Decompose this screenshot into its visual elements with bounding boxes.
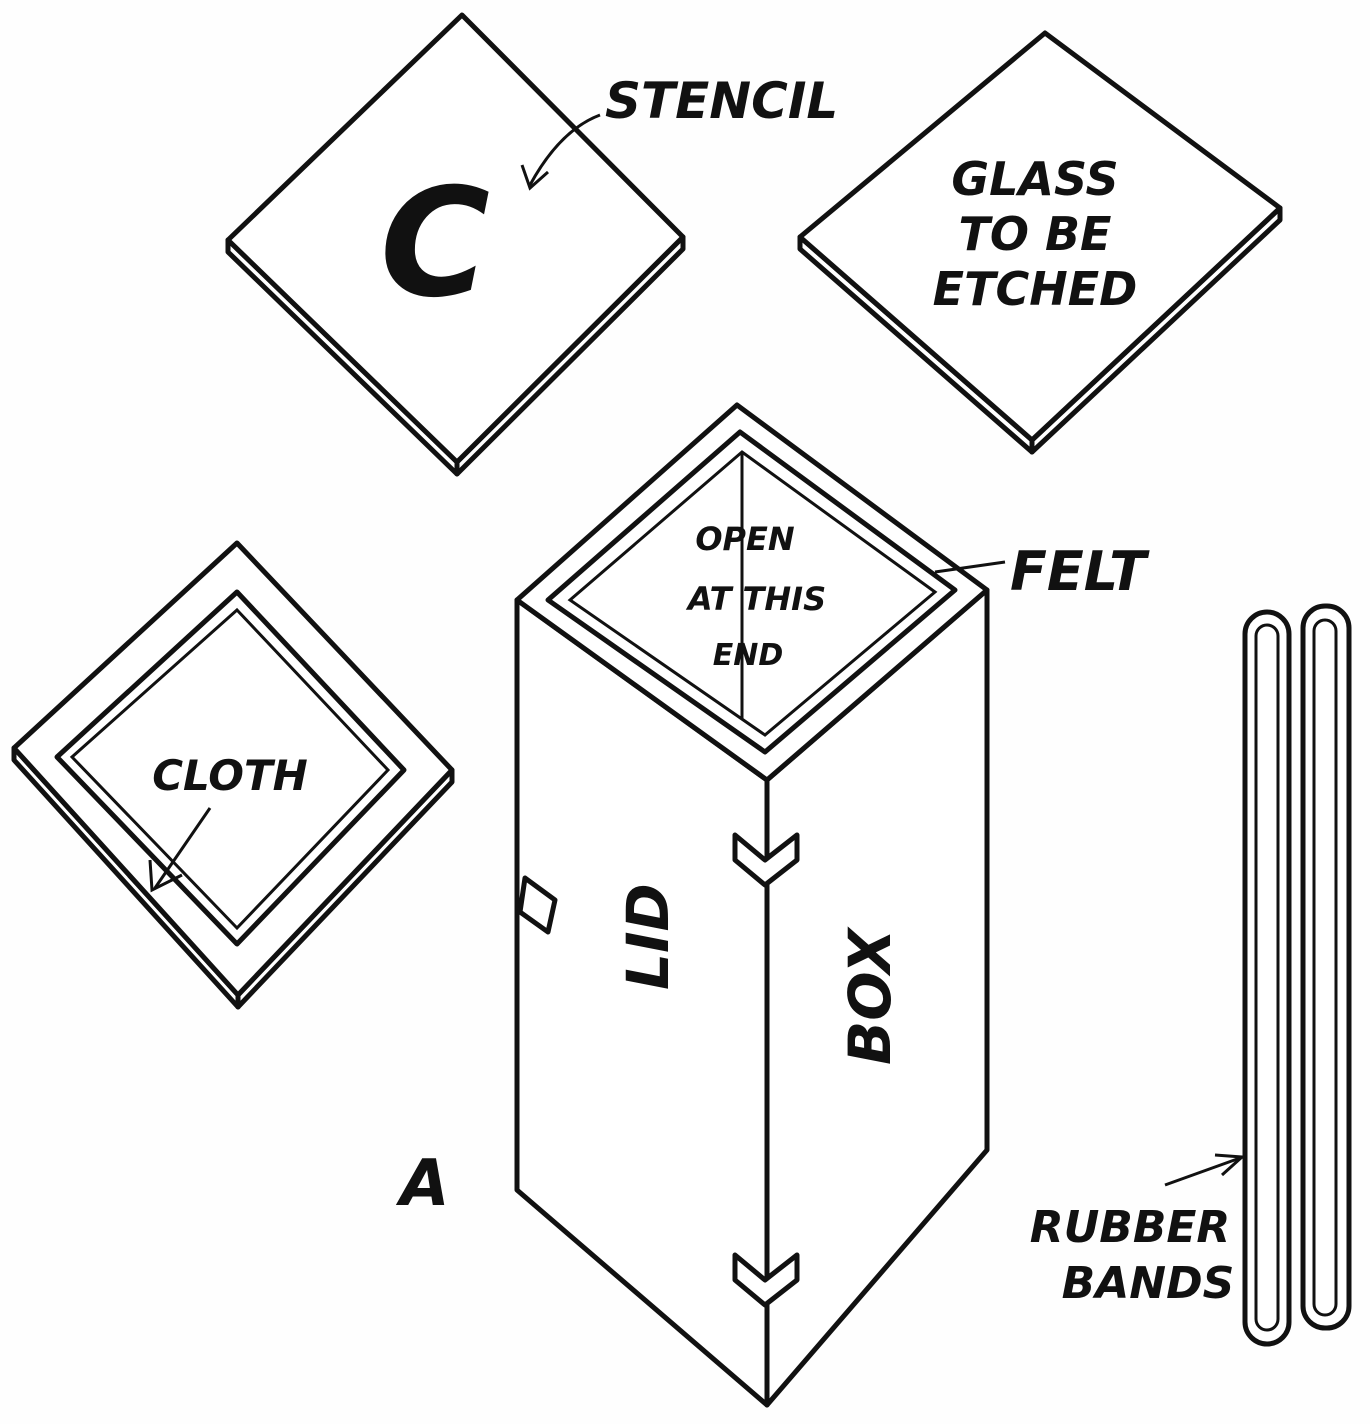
stencil-label: STENCIL (605, 72, 838, 130)
felt-arrow (934, 560, 1006, 574)
glass-label-line1: GLASS (951, 152, 1118, 206)
clasp-bottom (732, 1252, 800, 1308)
box: OPEN AT THIS END FELT LID BOX A (395, 402, 1150, 1408)
glass-plate: GLASS TO BE ETCHED (797, 30, 1283, 455)
cloth-label: CLOTH (152, 751, 308, 800)
glass-label-line2: TO BE (959, 207, 1112, 261)
box-label: BOX (836, 926, 904, 1065)
rubber-bands: RUBBER BANDS (1030, 603, 1352, 1347)
open-label-line1: OPEN (695, 520, 795, 558)
cloth-arrow (153, 807, 212, 889)
open-label-line2: AT THIS (685, 580, 826, 618)
rubber-label-line1: RUBBER (1030, 1202, 1231, 1253)
open-label-line3: END (713, 638, 784, 673)
stencil-letter: C (380, 157, 490, 331)
felt-label: FELT (1010, 540, 1150, 603)
clasp-side (517, 875, 558, 935)
rubber-arrow (1164, 1156, 1241, 1187)
stencil-arrow (528, 113, 601, 186)
cloth-frame: CLOTH (11, 540, 455, 1010)
stencil-plate: C STENCIL (225, 12, 838, 477)
rubber-label-line2: BANDS (1062, 1258, 1235, 1309)
lid-label: LID (614, 883, 682, 990)
figure-letter: A (395, 1147, 450, 1221)
glass-label-line3: ETCHED (933, 262, 1138, 316)
clasp-top (732, 832, 800, 888)
